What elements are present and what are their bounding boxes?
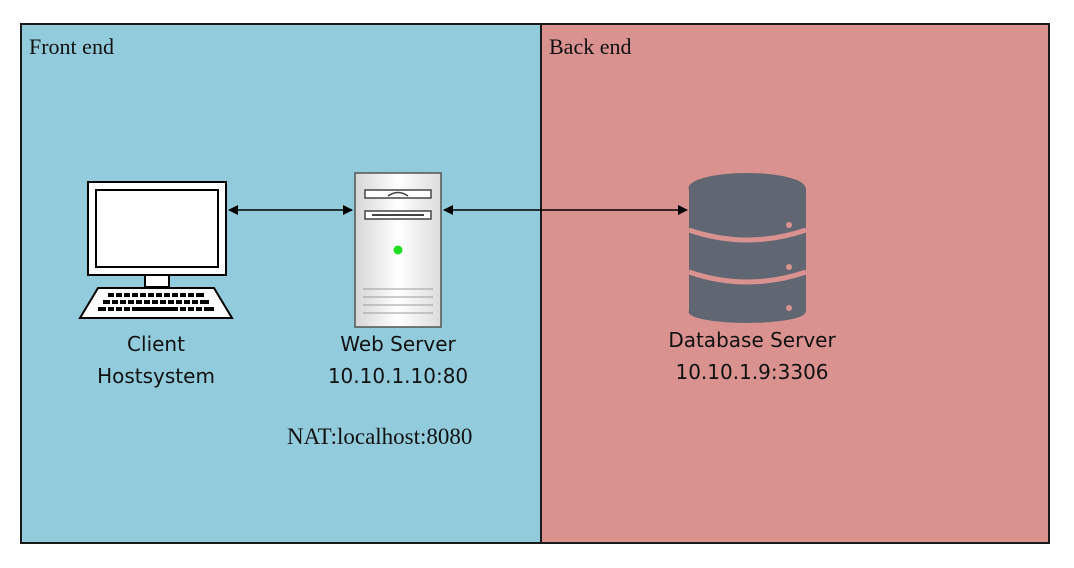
database-server-name: Database Server	[668, 328, 836, 352]
database-server-label: Database Server 10.10.1.9:3306	[642, 324, 862, 388]
client-name: Client	[127, 332, 185, 356]
computer-icon	[78, 181, 234, 319]
front-end-zone: Front end	[20, 23, 542, 544]
status-led-icon	[393, 245, 403, 255]
nat-label: NAT:localhost:8080	[287, 424, 473, 449]
server-icon	[354, 172, 442, 328]
client-label: Client Hostsystem	[76, 328, 236, 392]
front-end-title: Front end	[29, 34, 114, 59]
web-server-label: Web Server 10.10.1.10:80	[303, 328, 493, 392]
back-end-title: Back end	[549, 34, 632, 59]
client-subtitle: Hostsystem	[97, 364, 215, 388]
web-server-address: 10.10.1.10:80	[327, 364, 469, 388]
database-server-address: 10.10.1.9:3306	[675, 360, 829, 384]
database-icon	[688, 173, 807, 323]
web-server-name: Web Server	[340, 332, 456, 356]
